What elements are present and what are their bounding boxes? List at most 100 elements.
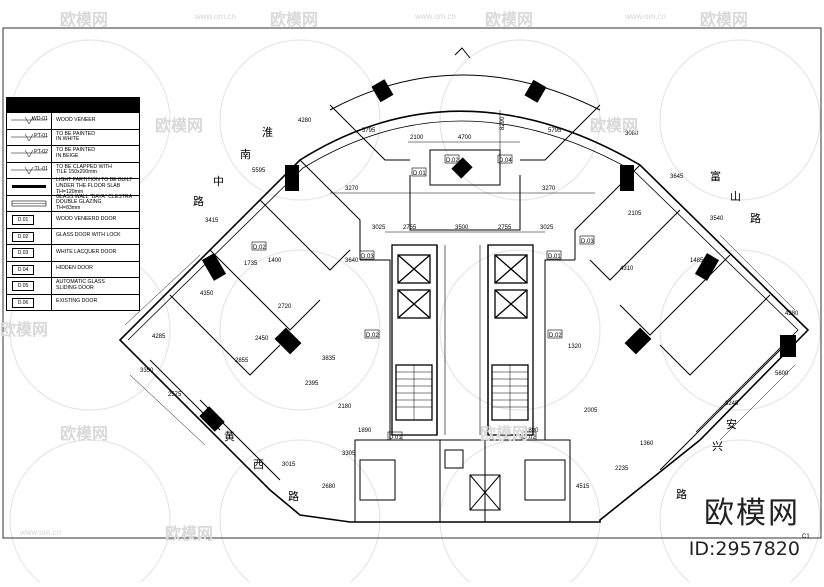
legend-text: TO BE PAINTED IN BEIGE [56, 147, 96, 159]
dim-misc-17: 1890 [525, 428, 539, 434]
dim-misc-9: 3350 [140, 368, 154, 374]
watermark-brand-9: 欧模网 [480, 424, 529, 443]
door-tag-labels: D.01 D.02 D.03 D.04 D.01 D.02 D.03 D.02 … [253, 158, 594, 441]
legend-text: GLASS DOOR WITH LOCK [56, 232, 121, 239]
door-tag-d03: D.03 [361, 254, 374, 260]
watermark-site-2: www.om.cn [415, 12, 456, 21]
legend-text: TO BE PAINTED IN WHITE [56, 130, 96, 143]
legend-swatch: PT-01 [7, 129, 52, 145]
watermark-brand-1: 欧模网 [60, 10, 109, 29]
legend-row-light-partition: LIGHT PARTITION TO BE BUILT UNDER THE FL… [7, 178, 139, 195]
legend-table: WD-01 WOOD VENEER PT-01 TO BE PAINTED IN… [6, 97, 140, 311]
door-tag-d02: D.02 [446, 158, 459, 164]
watermark-brand-10: 欧模网 [165, 524, 214, 543]
legend-row-d04: D.04 HIDDEN DOOR [7, 260, 139, 277]
dim-misc-5: 4350 [200, 291, 214, 297]
stair-treads [396, 365, 528, 420]
dim-2755-left: 2755 [403, 225, 417, 231]
door-tag-d02-e: D.02 [523, 435, 536, 441]
dim-8290: 8290 [500, 116, 506, 130]
legend-text: TO BE CLAPPED WITH TILE 150x200mm [56, 163, 112, 176]
dim-misc-33: 1485 [690, 258, 704, 264]
legend-text: LIGHT PARTITION TO BE BUILT UNDER THE FL… [56, 177, 133, 195]
legend-swatch: PT-02 [7, 146, 52, 162]
legend-swatch: WD-01 [7, 113, 52, 129]
dim-misc-8: 4285 [152, 334, 166, 340]
legend-swatch: D.04 [7, 261, 52, 277]
legend-row-pt01: PT-01 TO BE PAINTED IN WHITE [7, 128, 139, 145]
legend-swatch [7, 179, 52, 195]
dimension-lines [124, 110, 796, 446]
watermark-site-1: www.om.cn [195, 12, 236, 21]
dim-misc-28: 3080 [625, 131, 639, 137]
dim-misc-24: 2005 [584, 408, 598, 414]
road-labels: 路 中 南 淮 路 西 黄 路 山 富 路 兴 安 [193, 126, 761, 503]
room-walls [149, 104, 791, 481]
dim-misc-7: 3640 [345, 258, 359, 264]
road-lower-right-1: 兴 [712, 440, 723, 453]
top-arc [329, 74, 601, 111]
dim-misc-19: 2680 [322, 484, 336, 490]
dim-2100: 2100 [410, 135, 424, 141]
road-upper-right-1: 山 [730, 190, 741, 203]
dim-3025-right: 3025 [540, 225, 554, 231]
dim-misc-10: 2575 [168, 392, 182, 398]
dim-2755-right: 2755 [498, 225, 512, 231]
legend-row-d05: D.05 AUTOMATIC GLASS SLIDING DOOR [7, 277, 139, 294]
legend-row-d02: D.02 GLASS DOOR WITH LOCK [7, 227, 139, 244]
dim-misc-20: 3015 [282, 462, 296, 468]
dim-3500: 3500 [455, 225, 469, 231]
door-tag-d01-c: D.01 [389, 435, 402, 441]
road-lower-left-0: 路 [288, 490, 299, 503]
legend-row-d01: D.01 WOOD VENEERD DOOR [7, 211, 139, 228]
legend-swatch [7, 195, 52, 211]
road-lower-left-2: 黄 [224, 429, 235, 443]
dim-misc-31: 4310 [620, 266, 634, 272]
door-tag-d02-c: D.02 [366, 333, 379, 339]
road-upper-left-3: 淮 [262, 126, 273, 139]
legend-header [7, 98, 139, 112]
legend-text: HIDDEN DOOR [56, 265, 93, 272]
door-tag-d04: D.04 [499, 158, 512, 164]
lower-core [354, 439, 571, 523]
legend-text: EXISTING DOOR [56, 298, 98, 305]
dim-misc-21: 4515 [576, 484, 590, 490]
dim-misc-12: 2450 [255, 336, 269, 342]
legend-row-glass-wall: GLASS WALL "BAYA" CLESTRA DOUBLE GLAZING… [7, 194, 139, 211]
dim-misc-32: 2105 [628, 211, 642, 217]
brand-id: ID:2957820 [688, 538, 800, 560]
door-tag-d01-b: D.01 [548, 254, 561, 260]
structural-columns [199, 79, 796, 432]
legend-text: AUTOMATIC GLASS SLIDING DOOR [56, 279, 105, 291]
dim-misc-30: 3540 [710, 216, 724, 222]
door-tag-d03-b: D.03 [581, 239, 594, 245]
dim-5795-right: 5795 [548, 128, 562, 134]
dim-misc-0: 4280 [298, 118, 312, 124]
dim-misc-1: 5595 [252, 168, 266, 174]
watermark-site-4: www.om.cn [20, 528, 61, 537]
legend-swatch: D.02 [7, 228, 52, 244]
watermark-brand-4: 欧模网 [700, 10, 749, 29]
sheet-mark: C1 [802, 534, 810, 540]
legend-swatch: TL-01 [7, 162, 52, 178]
dim-misc-4: 1400 [268, 258, 282, 264]
dim-4700: 4700 [458, 135, 472, 141]
dim-5795-left: 5795 [362, 128, 376, 134]
dim-3270-right: 3270 [542, 186, 556, 192]
dim-misc-18: 3305 [342, 451, 356, 457]
dim-misc-14: 3835 [322, 356, 336, 362]
dim-misc-26: 5600 [775, 371, 789, 377]
dim-misc-27: 4280 [785, 311, 799, 317]
dim-misc-3: 1735 [244, 261, 258, 267]
legend-swatch: D.01 [7, 212, 52, 228]
door-markers [251, 154, 595, 441]
road-upper-left-1: 中 [213, 175, 224, 188]
dim-3270-left: 3270 [345, 186, 359, 192]
dim-misc-29: 3645 [670, 174, 684, 180]
dim-misc-13: 2395 [305, 381, 319, 387]
watermark-brand-8: 欧模网 [60, 424, 109, 443]
legend-row-wd01: WD-01 WOOD VENEER [7, 112, 139, 129]
watermark-brand-5: 欧模网 [155, 116, 204, 135]
drawing-frame [2, 27, 822, 539]
watermark-site-3: www.om.cn [625, 12, 666, 21]
